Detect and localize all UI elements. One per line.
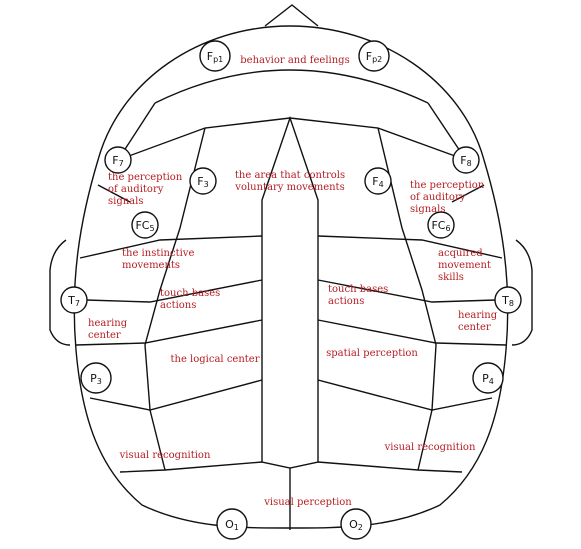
electrode-label: T7	[67, 294, 80, 308]
electrode-circle	[340, 508, 372, 540]
electrode-label: Fp1	[207, 50, 224, 64]
right-side-line-2	[317, 235, 503, 259]
electrode-label: P4	[482, 372, 494, 386]
electrode-label: T8	[501, 294, 514, 308]
electrode-fp1: Fp1	[199, 40, 231, 72]
region-label-logical-center: the logical center	[171, 354, 260, 365]
electrode-f4: F4	[364, 167, 392, 195]
electrode-t7: T7	[60, 286, 88, 314]
electrode-label: Fp2	[366, 50, 383, 64]
electrode-circle	[104, 146, 132, 174]
electrode-label: FC6	[431, 219, 450, 233]
left-band-t7-upper	[85, 279, 263, 303]
electrode-circle	[494, 286, 522, 314]
electrode-circle	[199, 40, 231, 72]
electrode-o1: O1	[216, 508, 248, 540]
electrode-label: FC5	[135, 219, 154, 233]
upper-band-right	[289, 117, 467, 161]
electrode-circle	[358, 40, 390, 72]
electrode-label: O1	[225, 518, 239, 532]
electrode-label: O2	[349, 518, 363, 532]
electrode-label: F7	[112, 154, 123, 168]
left-side-line-2	[79, 235, 263, 259]
region-label-spatial-perception: spatial perception	[326, 348, 418, 359]
electrode-circle	[472, 362, 504, 394]
electrode-circle	[364, 167, 392, 195]
electrode-f8: F8	[452, 146, 480, 174]
electrode-circle	[216, 508, 248, 540]
left-side-line-1	[97, 184, 131, 203]
region-label-visual-recognition-right: visual recognition	[384, 442, 476, 453]
electrode-t8: T8	[494, 286, 522, 314]
electrode-circle	[60, 286, 88, 314]
central-column	[261, 115, 319, 469]
electrode-label: F8	[460, 154, 471, 168]
inner-right-vertical	[377, 127, 437, 471]
right-parietal-band	[317, 379, 493, 411]
electrode-fc5: FC5	[131, 211, 159, 239]
electrode-label: F3	[197, 175, 208, 189]
right-ear-outline	[511, 239, 533, 346]
electrode-circle	[189, 167, 217, 195]
frontal-arc	[154, 69, 429, 104]
electrode-label: F4	[372, 175, 383, 189]
electrode-p3: P3	[80, 362, 112, 394]
right-occipital-band	[317, 461, 463, 473]
region-label-behavior-feelings: behavior and feelings	[240, 55, 349, 66]
electrode-fc6: FC6	[427, 211, 455, 239]
electrode-label: P3	[90, 372, 102, 386]
electrode-circle	[80, 362, 112, 394]
right-band-t8-upper	[317, 279, 497, 303]
upper-band-left	[117, 117, 291, 161]
left-band-t7-lower	[75, 319, 263, 346]
electrode-fp2: Fp2	[358, 40, 390, 72]
electrode-o2: O2	[340, 508, 372, 540]
electrode-circle	[452, 146, 480, 174]
electrode-f7: F7	[104, 146, 132, 174]
inner-left-vertical	[144, 127, 206, 471]
electrode-f3: F3	[189, 167, 217, 195]
region-label-layer: behavior and feelings the area that contr…	[88, 55, 498, 508]
left-parietal-band	[89, 379, 263, 411]
region-label-visual-recognition-left: visual recognition	[119, 450, 211, 461]
electrode-circle	[131, 211, 159, 239]
right-side-line-1	[451, 184, 485, 203]
nose-outline	[264, 4, 319, 27]
left-ear-outline	[49, 239, 71, 346]
left-occipital-band	[119, 461, 263, 473]
right-band-t8-lower	[317, 319, 507, 346]
electrode-p4: P4	[472, 362, 504, 394]
electrode-circle	[427, 211, 455, 239]
region-label-visual-perception: visual perception	[263, 497, 352, 508]
